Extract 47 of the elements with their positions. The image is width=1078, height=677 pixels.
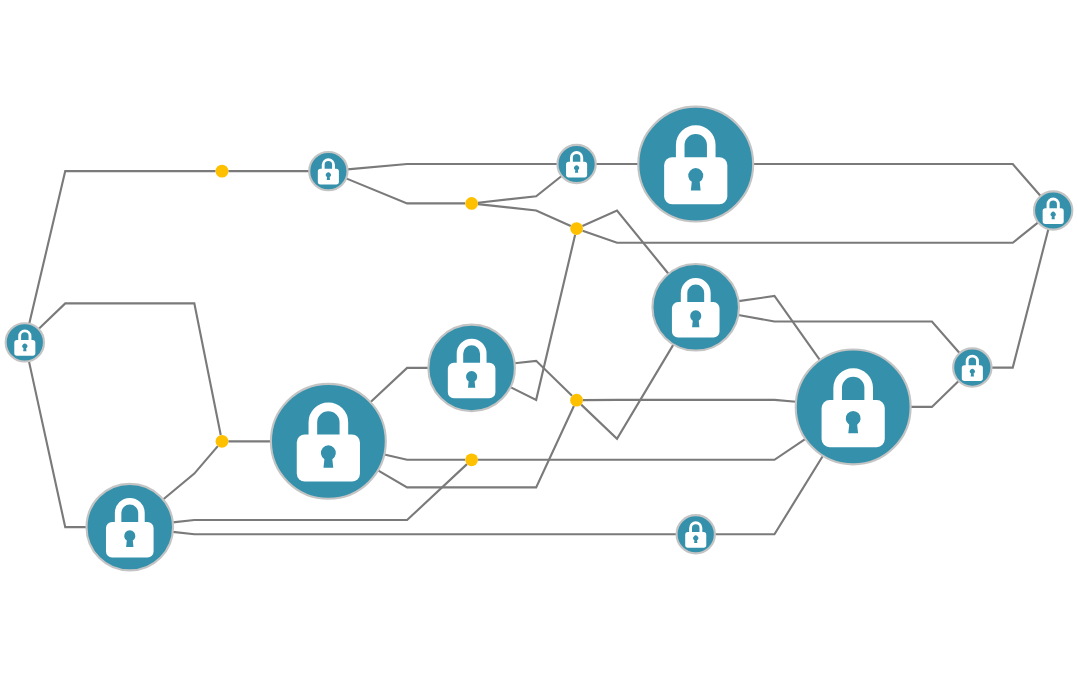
lock-node (4, 322, 46, 363)
junction-dot (570, 393, 583, 407)
connector-line (172, 530, 677, 536)
lock-node (556, 143, 597, 185)
junction-dot (465, 197, 478, 210)
connector-line (753, 162, 1042, 197)
lock-node (651, 262, 741, 352)
connector-line (595, 162, 639, 166)
junction-dot (570, 222, 583, 235)
connector-line (377, 405, 575, 489)
connector-line (582, 221, 1039, 244)
connector-line (509, 234, 577, 402)
junction-dot (465, 453, 478, 467)
connector-line (28, 170, 216, 324)
connector-line (369, 366, 429, 403)
connector-line (991, 228, 1050, 369)
connector-line (27, 360, 87, 529)
lock-node (427, 323, 516, 413)
lock-node (269, 382, 387, 500)
connector-line (345, 177, 466, 205)
connector-line (477, 175, 563, 204)
connector-line (172, 463, 468, 524)
connector-line (37, 302, 222, 436)
connector-line (514, 359, 573, 397)
connector-line (580, 343, 675, 441)
connector-line (714, 455, 824, 536)
connector-line (478, 438, 807, 461)
connector-line (477, 203, 572, 227)
lock-node (675, 514, 716, 555)
connector-line (581, 209, 670, 275)
junction-dot (215, 434, 229, 448)
junction-dot (215, 164, 229, 178)
connector-line (347, 162, 558, 171)
lock-node (637, 105, 755, 223)
connector-line (738, 313, 961, 354)
connector-line (228, 440, 271, 443)
lock-node (794, 348, 912, 466)
connector-line (582, 398, 797, 403)
connector-line (162, 445, 219, 501)
lock-node (308, 150, 349, 192)
lock-node (1032, 190, 1074, 231)
connector-line (384, 453, 466, 461)
connector-line (910, 380, 960, 408)
lock-node (85, 482, 175, 572)
connector-line (738, 294, 821, 361)
connector-line (228, 170, 310, 173)
lock-node (952, 347, 993, 388)
